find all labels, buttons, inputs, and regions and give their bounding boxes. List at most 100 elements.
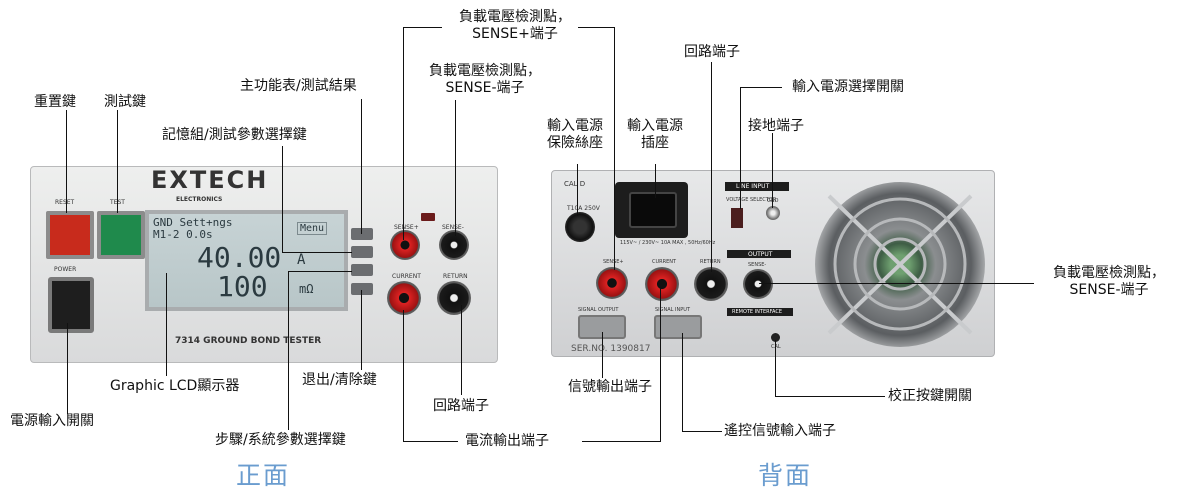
label-ground-terminal: 接地端子	[748, 118, 804, 134]
leader-remote-v	[682, 333, 683, 432]
back-return-jack[interactable]	[694, 267, 728, 301]
lcd-row1: GND Sett+ngs	[153, 216, 233, 229]
leader-exit	[361, 290, 362, 370]
serial-number: SER.NO. 1390817	[571, 344, 651, 354]
leader-sense-minus-front	[455, 100, 456, 236]
back-heading: 背面	[758, 461, 813, 490]
label-sense-minus-front-line1: 負載電壓檢測點，	[429, 63, 541, 79]
label-sense-minus-front: 負載電壓檢測點， SENSE-端子	[410, 63, 560, 97]
label-calibration: 校正按鍵開關	[888, 388, 972, 404]
label-reset-key: 重置鍵	[34, 94, 76, 110]
leader-sense-plus-v	[403, 27, 404, 240]
label-power-switch: 電源輸入開關	[10, 413, 94, 429]
lcd-row2: M1-2 0.0s	[153, 228, 213, 241]
remote-interface-bar	[727, 308, 793, 316]
leader-back-sense-minus	[759, 283, 1034, 284]
back-return-caption: RETURN	[700, 259, 721, 265]
label-main-menu: 主功能表/測試結果	[240, 78, 357, 94]
power-switch[interactable]	[48, 277, 94, 333]
reset-caption: RESET	[55, 199, 75, 206]
main-menu-key[interactable]	[351, 228, 373, 240]
lcd-menu: Menu	[297, 222, 328, 235]
label-sense-plus-line2: SENSE+端子	[472, 26, 558, 42]
label-sense-plus-line1: 負載電壓檢測點，	[459, 9, 571, 25]
front-sense-minus-jack[interactable]	[439, 230, 469, 260]
back-cal-d: CAL D	[564, 180, 586, 188]
fuse-holder[interactable]	[565, 212, 595, 242]
leader-step-h	[288, 271, 352, 272]
back-sense-caption: SENSE-	[748, 262, 767, 268]
model-label: 7314 GROUND BOND TESTER	[175, 336, 322, 346]
leader-reset	[66, 110, 67, 213]
calibration-button[interactable]	[771, 333, 780, 342]
label-sense-minus-back: 負載電壓檢測點， SENSE-端子	[1034, 265, 1184, 299]
output-bar	[727, 250, 791, 258]
front-return-jack[interactable]	[437, 281, 471, 315]
ground-terminal[interactable]	[766, 206, 780, 220]
leader-cal-h	[775, 396, 885, 397]
test-button[interactable]	[97, 211, 145, 259]
leader-power	[67, 323, 68, 414]
label-sense-minus-back-line2: SENSE-端子	[1069, 282, 1149, 298]
label-return-front: 回路端子	[433, 398, 489, 414]
leader-current-c	[582, 441, 660, 442]
front-sense-plus-caption: SENSE+	[394, 224, 419, 231]
output-caption: OUTPUT	[748, 251, 773, 258]
label-fuse: 輸入電源 保險絲座	[520, 118, 630, 152]
front-sense-plus-jack[interactable]	[390, 230, 420, 260]
leader-return-back	[711, 62, 712, 272]
back-sense-jack[interactable]	[743, 269, 773, 299]
back-current-jack[interactable]	[645, 267, 679, 301]
power-socket	[615, 182, 688, 238]
leader-sense-plus-h	[403, 27, 442, 28]
remote-interface-caption: REMOTE INTERFACE	[732, 309, 782, 315]
leader-ground	[772, 133, 773, 208]
leader-current-a	[403, 310, 404, 441]
leader-signal-output	[602, 332, 603, 378]
step-key[interactable]	[351, 264, 373, 276]
leader-fuse	[577, 164, 578, 216]
label-fuse-line2: 保險絲座	[547, 135, 603, 151]
label-signal-output: 信號輸出端子	[568, 379, 652, 395]
leader-current-b	[403, 441, 458, 442]
back-sense-plus-jack[interactable]	[596, 267, 628, 299]
label-remote-input: 遙控信號輸入端子	[724, 423, 836, 439]
leader-lcd	[166, 273, 167, 376]
line-input-bar	[725, 182, 789, 191]
exit-key[interactable]	[351, 283, 373, 295]
lcd-current-unit: A	[297, 252, 306, 268]
label-graphic-lcd: Graphic LCD顯示器	[110, 378, 240, 394]
label-memory-group: 記憶組/測試參數選擇鍵	[162, 127, 307, 143]
line-input-caption: LINE INPUT	[736, 183, 770, 190]
front-return-caption: RETURN	[443, 273, 468, 280]
voltage-selector-switch[interactable]	[731, 208, 743, 228]
memory-key[interactable]	[351, 246, 373, 258]
label-sense-minus-back-line1: 負載電壓檢測點，	[1053, 265, 1165, 281]
leader-back-sense-plus-v	[614, 27, 615, 270]
reset-button[interactable]	[46, 211, 94, 259]
label-sense-minus-front-line2: SENSE-端子	[445, 80, 525, 96]
lcd-resistance-value: 100	[217, 270, 268, 303]
lcd-current-value: 40.00	[197, 241, 282, 274]
socket-rating: 115V~ / 230V~ 10A MAX , 50Hz/60Hz	[620, 240, 716, 246]
voltage-selector-caption: VOLTAGE SELECTOR	[726, 197, 777, 203]
signal-input-port[interactable]	[654, 315, 702, 339]
brand-logo: EXTECH	[151, 166, 269, 194]
back-sense-plus-caption: SENSE+	[603, 259, 624, 265]
label-socket-line1: 輸入電源	[627, 118, 683, 134]
signal-input-caption: SIGNAL INPUT	[655, 307, 691, 313]
leader-main-menu	[361, 99, 362, 234]
leader-remote-h	[682, 431, 722, 432]
front-current-jack[interactable]	[387, 281, 421, 315]
signal-output-caption: SIGNAL OUTPUT	[578, 307, 619, 313]
leader-return-front	[461, 305, 462, 395]
leader-cal-v	[775, 340, 776, 397]
label-step-system: 步驟/系統參數選擇鍵	[215, 432, 346, 448]
leader-current-d	[660, 288, 661, 442]
label-test-key: 測試鍵	[104, 94, 146, 110]
front-sense-minus-caption: SENSE-	[442, 224, 464, 231]
label-current-output: 電流輸出端子	[465, 433, 549, 449]
leader-back-sense-plus-h	[578, 27, 615, 28]
label-input-selector: 輸入電源選擇開關	[792, 79, 904, 95]
label-socket-line2: 插座	[641, 135, 669, 151]
